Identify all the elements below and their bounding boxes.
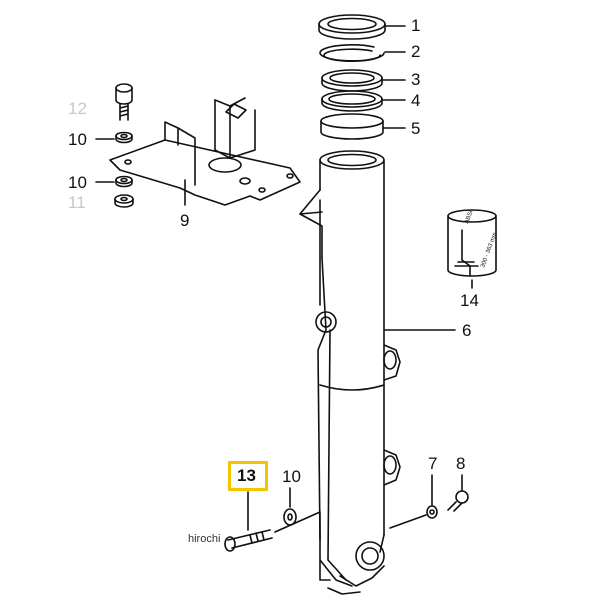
callout-8: 8 <box>456 454 466 473</box>
oil-seal-part <box>321 90 383 112</box>
callout-14: 14 <box>460 291 479 310</box>
inset-brand-text: ABSI <box>464 209 474 224</box>
bolt-8-part <box>447 490 469 512</box>
callout-3: 3 <box>411 70 421 89</box>
washer-10a-part <box>115 131 133 144</box>
long-bolt-13-part <box>224 529 273 552</box>
callout-11: 11 <box>68 193 86 212</box>
callout-10-lower: 10 <box>282 467 301 486</box>
seal-ring-part <box>318 14 386 40</box>
callout-9: 9 <box>180 211 190 230</box>
bracket-plate-part <box>109 97 301 206</box>
callout-1: 1 <box>411 16 421 35</box>
callout-5: 5 <box>411 119 421 138</box>
callout-7: 7 <box>428 454 438 473</box>
cap-bolt-part <box>115 83 133 121</box>
fork-oil-inset <box>447 209 497 277</box>
callout-10-mid: 10 <box>68 173 87 192</box>
nut-11-part <box>114 194 134 208</box>
washer-10b-part <box>115 175 133 188</box>
circlip-part <box>319 44 385 62</box>
bushing-part <box>320 113 384 140</box>
washer-part <box>321 69 383 92</box>
highlight-box <box>228 461 268 491</box>
watermark: hirochi <box>188 533 221 545</box>
callout-4: 4 <box>411 91 421 110</box>
callout-2: 2 <box>411 42 421 61</box>
callout-6: 6 <box>462 321 472 340</box>
callout-13: 13 <box>237 466 256 485</box>
callout-12: 12 <box>68 99 87 118</box>
callout-10-top: 10 <box>68 130 87 149</box>
fork-slider-part <box>299 150 401 595</box>
washer-7-part <box>426 505 438 519</box>
